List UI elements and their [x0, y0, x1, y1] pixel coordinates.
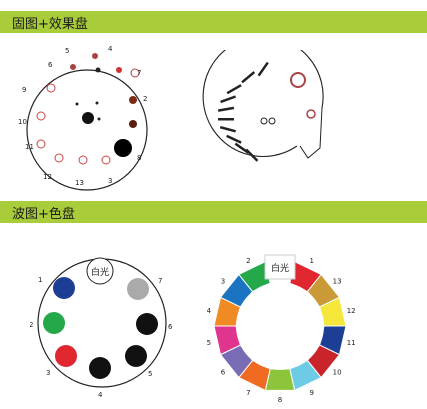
wave-slot — [55, 345, 77, 367]
white-slot — [86, 257, 114, 285]
color-num: 1 — [309, 257, 313, 265]
color-num: 4 — [207, 307, 212, 315]
gobo-slot — [78, 155, 88, 165]
gobo-num: 7 — [137, 69, 141, 77]
color-num: 9 — [309, 389, 313, 397]
gobo-num: 8 — [137, 154, 141, 162]
section-header-wave: 波图+色盘 — [0, 201, 427, 223]
color-num: 6 — [221, 369, 226, 377]
wave-num: 4 — [98, 391, 103, 399]
gobo-slot — [46, 83, 56, 93]
wave-slot — [125, 345, 147, 367]
white-label: 白光 — [91, 266, 109, 278]
color-num: 13 — [333, 277, 342, 285]
effect-element — [290, 72, 306, 88]
effect-element — [260, 117, 268, 125]
color-num: 11 — [347, 339, 356, 347]
wave-num: 1 — [38, 276, 42, 284]
wave-slot — [89, 357, 111, 379]
effect-element — [306, 109, 316, 119]
gobo-num: 3 — [108, 177, 112, 185]
gobo-slot — [116, 67, 122, 73]
wave-slot — [53, 277, 75, 299]
gobo-num: 10 — [18, 118, 27, 126]
gobo-slot — [129, 120, 137, 128]
wave-num: 5 — [148, 370, 152, 378]
color-wheel-diagram: 白光 1 13 12 11 10 9 8 7 6 5 4 3 2 — [207, 254, 356, 404]
color-num: 2 — [246, 257, 250, 265]
gobo-slot — [130, 68, 140, 78]
gobo-num: 11 — [25, 143, 34, 151]
wave-slot — [43, 312, 65, 334]
color-num: 8 — [278, 396, 282, 404]
effect-wheel-diagram — [202, 50, 324, 162]
gobo-slot — [36, 111, 46, 121]
gobo-slot — [36, 139, 46, 149]
section-title: 固图+效果盘 — [12, 17, 88, 32]
wave-num: 2 — [30, 321, 33, 329]
gobo-slot — [70, 64, 76, 70]
color-num: 3 — [221, 277, 225, 285]
gobo-slot — [129, 96, 137, 104]
gobo-slot — [92, 53, 98, 59]
section-title: 波图+色盘 — [12, 207, 75, 222]
gobo-slot — [82, 112, 94, 124]
gobo-wheel-diagram: 4 5 6 7 2 9 10 11 12 13 3 8 — [18, 45, 148, 191]
wave-num: 6 — [168, 323, 173, 331]
gobo-num: 2 — [143, 95, 147, 103]
color-num: 12 — [347, 307, 356, 315]
gobo-slot — [54, 153, 64, 163]
section-header-gobo: 固图+效果盘 — [0, 11, 427, 33]
gobo-num: 12 — [43, 173, 52, 181]
gobo-slot — [95, 67, 101, 73]
color-num: 5 — [207, 339, 211, 347]
white-label: 白光 — [271, 262, 289, 274]
wave-num: 3 — [46, 369, 50, 377]
gobo-num: 6 — [48, 61, 53, 69]
white-slot — [264, 254, 296, 280]
gobo-slot — [101, 155, 111, 165]
color-num: 10 — [333, 369, 342, 377]
color-num: 7 — [246, 389, 250, 397]
wave-slot — [136, 313, 158, 335]
wave-num: 7 — [158, 277, 162, 285]
gobo-num: 5 — [65, 47, 69, 55]
gobo-num: 13 — [75, 179, 84, 187]
gobo-slot — [114, 139, 132, 157]
wave-slot — [127, 278, 149, 300]
wave-wheel-diagram: 白光 1 7 2 6 3 5 4 — [30, 257, 173, 399]
gobo-num: 9 — [22, 86, 26, 94]
gobo-num: 4 — [108, 45, 113, 53]
